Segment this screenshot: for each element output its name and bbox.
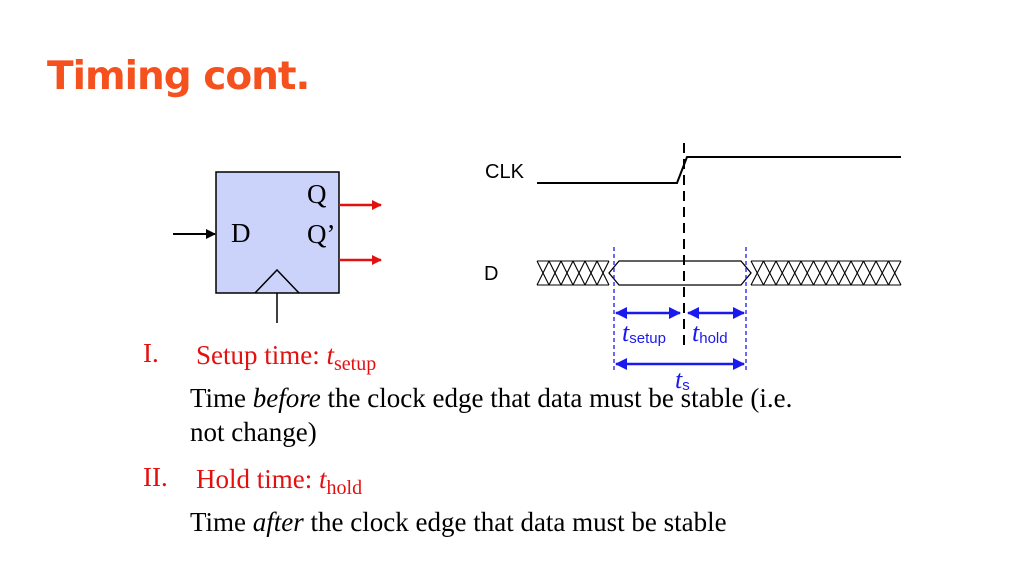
- d-stable-region: [608, 260, 752, 286]
- setup-time-label: tsetup: [622, 318, 666, 347]
- q-output-label: Q: [307, 179, 327, 209]
- hatch-stroke: [548, 260, 562, 286]
- hatch-stroke: [800, 260, 814, 286]
- hatch-stroke: [775, 260, 789, 286]
- hatch-stroke: [838, 260, 852, 286]
- hatch-stroke: [813, 260, 827, 286]
- hatch-stroke: [863, 260, 877, 286]
- setup-description: Time before the clock edge that data mus…: [190, 383, 793, 447]
- d-input-label: D: [231, 218, 251, 248]
- waveforms: CLK D: [484, 143, 902, 347]
- hatch-stroke: [825, 260, 839, 286]
- hold-numeral: II.: [143, 462, 168, 492]
- hatch-stroke: [850, 260, 864, 286]
- hatch-stroke: [750, 260, 764, 286]
- d-undefined-after: [750, 260, 902, 286]
- qbar-output-label: Q’: [307, 219, 336, 249]
- hatch-stroke: [536, 260, 550, 286]
- setup-numeral: I.: [143, 338, 159, 368]
- hold-heading: Hold time: thold: [196, 464, 363, 499]
- hatch-stroke: [875, 260, 889, 286]
- hatch-stroke: [788, 260, 802, 286]
- hatch-stroke: [560, 260, 574, 286]
- hatch-stroke: [584, 260, 598, 286]
- clk-waveform: [537, 156, 901, 184]
- hold-description: Time after the clock edge that data must…: [190, 507, 727, 537]
- d-signal-label: D: [484, 263, 498, 285]
- d-undefined-before: [536, 260, 610, 286]
- flip-flop-symbol: D Q Q’: [173, 171, 382, 323]
- hatch-stroke: [763, 260, 777, 286]
- total-window-label: ts: [675, 365, 690, 394]
- slide-title: Timing cont.: [47, 54, 310, 99]
- hatch-stroke: [572, 260, 586, 286]
- hold-time-label: thold: [692, 318, 728, 347]
- flip-flop-box: [215, 171, 340, 294]
- hatch-stroke: [888, 260, 902, 286]
- timing-annotations: tsetup thold ts: [613, 247, 747, 394]
- clock-triangle: [254, 268, 300, 294]
- hatch-stroke: [596, 260, 610, 286]
- clk-label: CLK: [485, 161, 525, 183]
- setup-heading: Setup time: tsetup: [196, 340, 377, 375]
